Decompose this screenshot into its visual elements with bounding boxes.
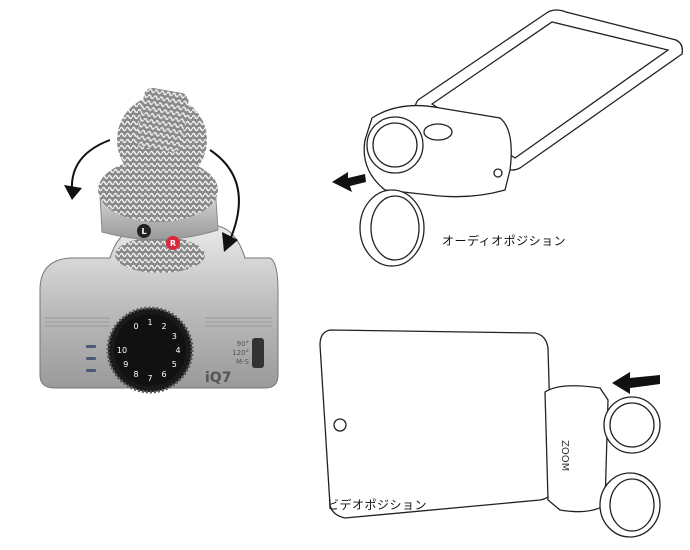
dial-number: 7 — [147, 374, 152, 383]
audio-position-illustration — [332, 9, 684, 267]
dial-number: 10 — [117, 346, 127, 355]
dial-number: 2 — [161, 322, 166, 331]
dial-number: 1 — [147, 318, 152, 327]
video-position-illustration: ZOOM — [319, 329, 661, 538]
dial-number: 9 — [123, 360, 128, 369]
audio-position-label: オーディオポジション — [442, 234, 567, 248]
svg-text:L: L — [141, 227, 146, 236]
dial-number: 3 — [172, 332, 177, 341]
svg-text:M-S: M-S — [236, 358, 250, 366]
svg-text:R: R — [170, 239, 176, 248]
dial-number: 6 — [161, 370, 166, 379]
dial-number: 4 — [175, 346, 180, 355]
dial-number: 8 — [133, 370, 138, 379]
direction-arrow-icon — [332, 172, 366, 192]
rotate-arrow-right-icon — [209, 149, 240, 241]
left-channel-mark — [137, 224, 151, 238]
direction-arrow-icon — [612, 372, 660, 394]
polar-pattern-switch[interactable] — [252, 338, 264, 368]
zoom-brand-logo: ZOOM — [559, 440, 570, 471]
svg-text:120°: 120° — [232, 349, 249, 357]
dial-number: 0 — [133, 322, 138, 331]
right-channel-mark — [166, 236, 180, 250]
switch-labels: 90° 120° M-S — [232, 340, 249, 366]
svg-text:90°: 90° — [237, 340, 249, 348]
led-indicators — [86, 345, 96, 372]
dial-number: 5 — [172, 360, 177, 369]
video-position-label: ビデオポジション — [327, 498, 428, 512]
rotate-arrow-left-icon — [70, 139, 111, 191]
model-logo: iQ7 — [205, 370, 231, 386]
